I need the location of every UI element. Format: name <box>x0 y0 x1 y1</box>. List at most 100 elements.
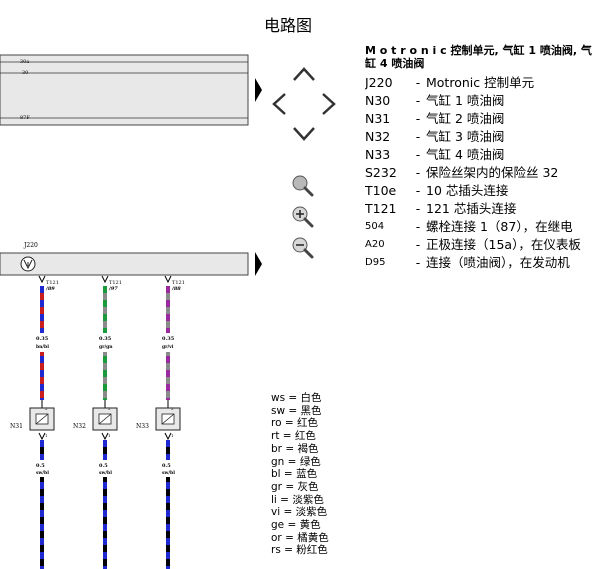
circuit-diagram: 30a 30 87F J220 T121/890.35bn/bl21N310.5… <box>0 54 262 569</box>
color-name: 红色 <box>294 430 316 443</box>
connector-arrow <box>101 275 109 284</box>
color-name: 淡紫色 <box>292 493 324 506</box>
legend-code: J220 <box>365 75 393 90</box>
legend-code: N31 <box>365 111 391 126</box>
legend-dash: - <box>415 201 421 216</box>
legend-dash: - <box>415 75 421 90</box>
color-code-row: ro = 红色 <box>271 417 318 430</box>
coil-diagonal <box>98 413 112 425</box>
connector-arrow <box>164 275 172 284</box>
color-abbr: li <box>271 493 277 506</box>
color-code-row: li = 淡紫色 <box>271 493 324 506</box>
color-abbr: rs <box>271 544 281 557</box>
color-abbr: or <box>271 531 282 544</box>
coil-diagonal <box>161 413 175 425</box>
bus-panel <box>0 54 249 126</box>
color-abbr: bl <box>271 468 281 481</box>
legend-dash: - <box>415 147 421 162</box>
legend-code: T10e <box>365 183 397 198</box>
coil-diagonal <box>35 413 49 425</box>
valve-label: N32 <box>73 423 86 430</box>
legend-row: N30-气缸 1 喷油阀 <box>365 92 600 110</box>
chevron-left-icon <box>272 93 286 115</box>
color-abbr: ge <box>271 519 285 532</box>
color-name: 绿色 <box>299 455 321 468</box>
connector-pin: /88 <box>171 286 181 292</box>
pan-right-button[interactable] <box>319 91 339 117</box>
color-name: 橘黄色 <box>297 531 329 544</box>
legend-dash: - <box>415 255 421 270</box>
wire-color-code: gr/gn <box>99 344 113 350</box>
color-code-row: rs = 粉红色 <box>271 544 328 557</box>
valve-label: N33 <box>136 423 149 430</box>
legend-description: 气缸 2 喷油阀 <box>426 111 505 126</box>
legend-description: 气缸 3 喷油阀 <box>426 129 505 144</box>
color-abbr: sw <box>271 404 286 417</box>
legend-code: N33 <box>365 147 391 162</box>
magnifier-icon <box>292 175 314 197</box>
pin-number-top: 2 <box>171 406 174 411</box>
legend-row: N33 -气缸 4 喷油阀 <box>365 146 600 164</box>
legend-description: 保险丝架内的保险丝 32 <box>426 165 559 180</box>
color-code-row: or = 橘黄色 <box>271 531 329 544</box>
color-name: 黑色 <box>300 404 322 417</box>
legend-description: 气缸 4 喷油阀 <box>426 147 505 162</box>
color-name: 白色 <box>300 392 322 404</box>
color-abbr: gn <box>271 455 285 468</box>
bus-label-30: 30 <box>22 70 28 76</box>
color-code-row: br = 褐色 <box>271 442 319 455</box>
color-code-row: bl = 蓝色 <box>271 468 318 481</box>
legend-row: A20-正极连接（15a），在仪表板 <box>365 236 600 254</box>
ecu-label: J220 <box>23 242 38 249</box>
legend-code: N32 <box>365 129 391 144</box>
pan-up-button[interactable] <box>291 64 317 84</box>
heading-line-2: 缸 4 喷油阀 <box>365 57 425 70</box>
connector-pin: /89 <box>45 286 55 292</box>
legend-description: 螺栓连接 1（87），在继电 <box>426 219 573 234</box>
legend-dash: - <box>415 183 421 198</box>
ground-symbol-icon <box>20 256 36 272</box>
connector-plug: T121 <box>109 280 122 286</box>
wire-gauge: 0.5 <box>162 463 171 469</box>
pan-left-button[interactable] <box>269 91 289 117</box>
wire-color-code: bn/bl <box>36 344 49 350</box>
pan-down-button[interactable] <box>291 124 317 144</box>
label-bg <box>32 460 52 477</box>
legend-code: T121 <box>365 201 397 216</box>
label-bg <box>32 333 52 352</box>
color-abbr: vi <box>271 506 281 519</box>
connector-plug: T121 <box>46 280 59 286</box>
legend-row: N32 -气缸 3 喷油阀 <box>365 128 600 146</box>
wire-gauge: 0.5 <box>99 463 108 469</box>
color-code-row: ge = 黄色 <box>271 519 321 532</box>
legend-row: 504-螺栓连接 1（87），在继电 <box>365 218 600 236</box>
legend-row: T121-121 芯插头连接 <box>365 200 600 218</box>
legend-dash: - <box>415 165 421 180</box>
label-bg <box>95 460 115 477</box>
connector-arrow <box>164 432 172 441</box>
color-code-row: ws = 白色 <box>271 392 322 404</box>
label-bg <box>158 460 178 477</box>
zoom-out-button[interactable] <box>291 236 315 260</box>
color-code-row: vi = 淡紫色 <box>271 506 328 519</box>
pin-number-bottom: 1 <box>108 433 111 438</box>
legend-description: 连接（喷油阀），在发动机 <box>426 255 570 270</box>
legend-row: D95 -连接（喷油阀），在发动机 <box>365 254 600 272</box>
ecu-continue-arrow-icon[interactable] <box>255 252 262 276</box>
pin-number-top: 2 <box>108 406 111 411</box>
color-name: 黄色 <box>299 519 321 532</box>
legend-dash: - <box>415 129 421 144</box>
diagram-heading: M o t r o n i c 控制单元, 气缸 1 喷油阀, 气 缸 4 喷油… <box>365 44 600 70</box>
color-abbr: rt <box>271 430 280 443</box>
legend-code: D95 <box>365 257 386 268</box>
continue-right-arrow-icon[interactable] <box>255 78 262 102</box>
page-title: 电路图 <box>264 16 313 35</box>
zoom-fit-button[interactable] <box>291 174 315 198</box>
legend-dash: - <box>415 237 421 252</box>
legend-description: Motronic 控制单元 <box>426 75 535 90</box>
valve-label: N31 <box>10 423 23 430</box>
zoom-in-button[interactable] <box>291 205 315 229</box>
legend-code: N30 <box>365 93 391 108</box>
color-abbr: gr <box>271 480 282 493</box>
